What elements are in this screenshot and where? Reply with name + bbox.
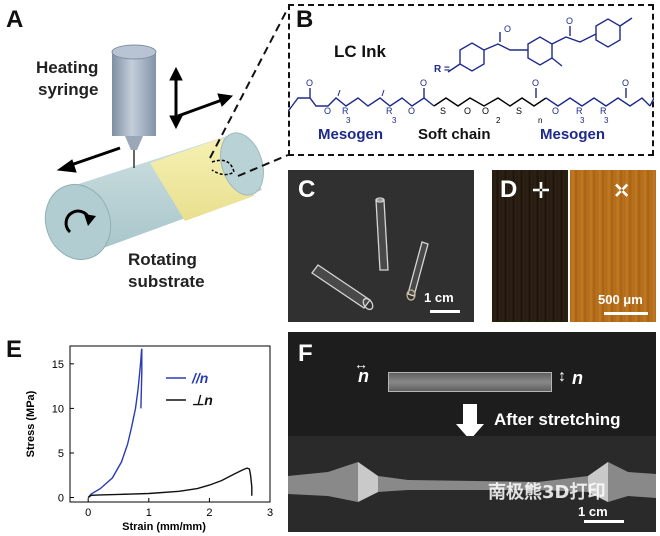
- scale-bar-f: [584, 520, 624, 523]
- atom-o-6: O: [420, 78, 427, 88]
- motion-arrows: [56, 66, 234, 173]
- y-tick-label: 5: [58, 448, 64, 460]
- subscript-3d: 3: [604, 116, 609, 125]
- tube-before-stretching: [388, 372, 552, 392]
- legend-label-parallel: //n: [191, 370, 208, 386]
- series-line-parallel: [87, 348, 143, 498]
- y-tick-label: 10: [52, 403, 64, 415]
- panel-b-label: B: [296, 6, 314, 33]
- n-left-arrow: ↔: [354, 356, 368, 372]
- panel-d-label: D: [500, 176, 518, 203]
- atom-o-8: O: [552, 106, 559, 116]
- crossed-polarizer-icon: ✛: [531, 178, 551, 203]
- printing-setup-illustration: [44, 44, 264, 260]
- subscript-3c: 3: [580, 116, 585, 125]
- watermark: 南极熊3D打印: [488, 482, 606, 503]
- x-tick-label: 0: [85, 507, 91, 519]
- atom-r-2: R: [386, 106, 393, 116]
- x-axis-label: Strain (mm/mm): [122, 521, 206, 533]
- x-tick-label: 3: [267, 507, 273, 519]
- atom-o-10: O: [464, 106, 471, 116]
- scale-bar-c: [430, 310, 460, 313]
- scale-c-label: 1 cm: [424, 290, 454, 305]
- scale-d-label: 500 μm: [598, 292, 643, 307]
- panel-d-bright-image: [570, 170, 656, 322]
- rotating-substrate-cylinder: [44, 132, 264, 260]
- scale-f-label: 1 cm: [578, 504, 608, 519]
- panel-f-label: F: [298, 340, 313, 367]
- series-line-perpendicular: [87, 467, 253, 499]
- after-stretching-label: After stretching: [494, 410, 621, 429]
- subscript-2: 2: [496, 116, 501, 125]
- stretched-film: [288, 436, 656, 532]
- heating-syringe: [111, 44, 157, 168]
- subscript-3a: 3: [346, 116, 351, 125]
- panel-c-label: C: [298, 176, 316, 203]
- subscript-3b: 3: [392, 116, 397, 125]
- syringe-label: syringe: [38, 80, 99, 99]
- panel-b-box: [288, 4, 654, 156]
- panel-f-photo: [288, 332, 656, 532]
- panel-a-label: A: [6, 6, 24, 33]
- y-axis-label: Stress (MPa): [25, 390, 37, 457]
- x-tick-label: 1: [146, 507, 152, 519]
- substrate-label: substrate: [128, 272, 205, 291]
- subscript-n: n: [538, 116, 542, 125]
- n-right-label: n: [572, 368, 583, 388]
- atom-o-4: O: [324, 106, 331, 116]
- panel-e-label: E: [6, 336, 23, 363]
- atom-o-11: O: [482, 106, 489, 116]
- atom-s-2: S: [516, 106, 522, 116]
- stress-strain-chart: Stress (MPa) Strain (mm/mm) 0 1 2 3 0 5 10 15 /…: [25, 345, 273, 533]
- chart-legend: //n ⊥n: [166, 370, 213, 408]
- r-equals-label: R =: [434, 64, 450, 75]
- printed-tubes: [311, 197, 429, 311]
- atom-o-5: O: [408, 106, 415, 116]
- plot-frame: [69, 345, 271, 503]
- y-tick-label: 15: [52, 359, 64, 371]
- atom-o-1: O: [504, 24, 511, 34]
- lc-ink-title: LC Ink: [334, 42, 386, 61]
- rotating-label: Rotating: [128, 250, 197, 269]
- atom-o-3: O: [306, 78, 313, 88]
- mesogen-right-label: Mesogen: [540, 126, 606, 143]
- panel-d-dark-image: [492, 170, 568, 322]
- mesogen-left-label: Mesogen: [318, 126, 384, 143]
- atom-o-7: O: [532, 78, 539, 88]
- legend-label-perpendicular: ⊥n: [192, 392, 213, 408]
- y-tick-label: 0: [58, 493, 64, 505]
- atom-o-2: O: [566, 16, 573, 26]
- heating-label: Heating: [36, 58, 99, 77]
- panel-c-photo: [288, 170, 474, 322]
- atom-r-1: R: [342, 106, 349, 116]
- scale-bar-d: [604, 312, 648, 315]
- soft-chain-label: Soft chain: [418, 126, 491, 143]
- n-left-label: n: [358, 366, 369, 386]
- atom-r-4: R: [600, 106, 607, 116]
- lc-ink-chemical-structure: O O O O R R O O O O R R O S O O S 3 3 3 …: [288, 16, 654, 125]
- n-right-arrow: ↕: [558, 368, 566, 385]
- atom-r-3: R: [576, 106, 583, 116]
- down-arrow: [463, 404, 477, 424]
- atom-o-9: O: [622, 78, 629, 88]
- x-tick-label: 2: [206, 507, 212, 519]
- atom-s-1: S: [440, 106, 446, 116]
